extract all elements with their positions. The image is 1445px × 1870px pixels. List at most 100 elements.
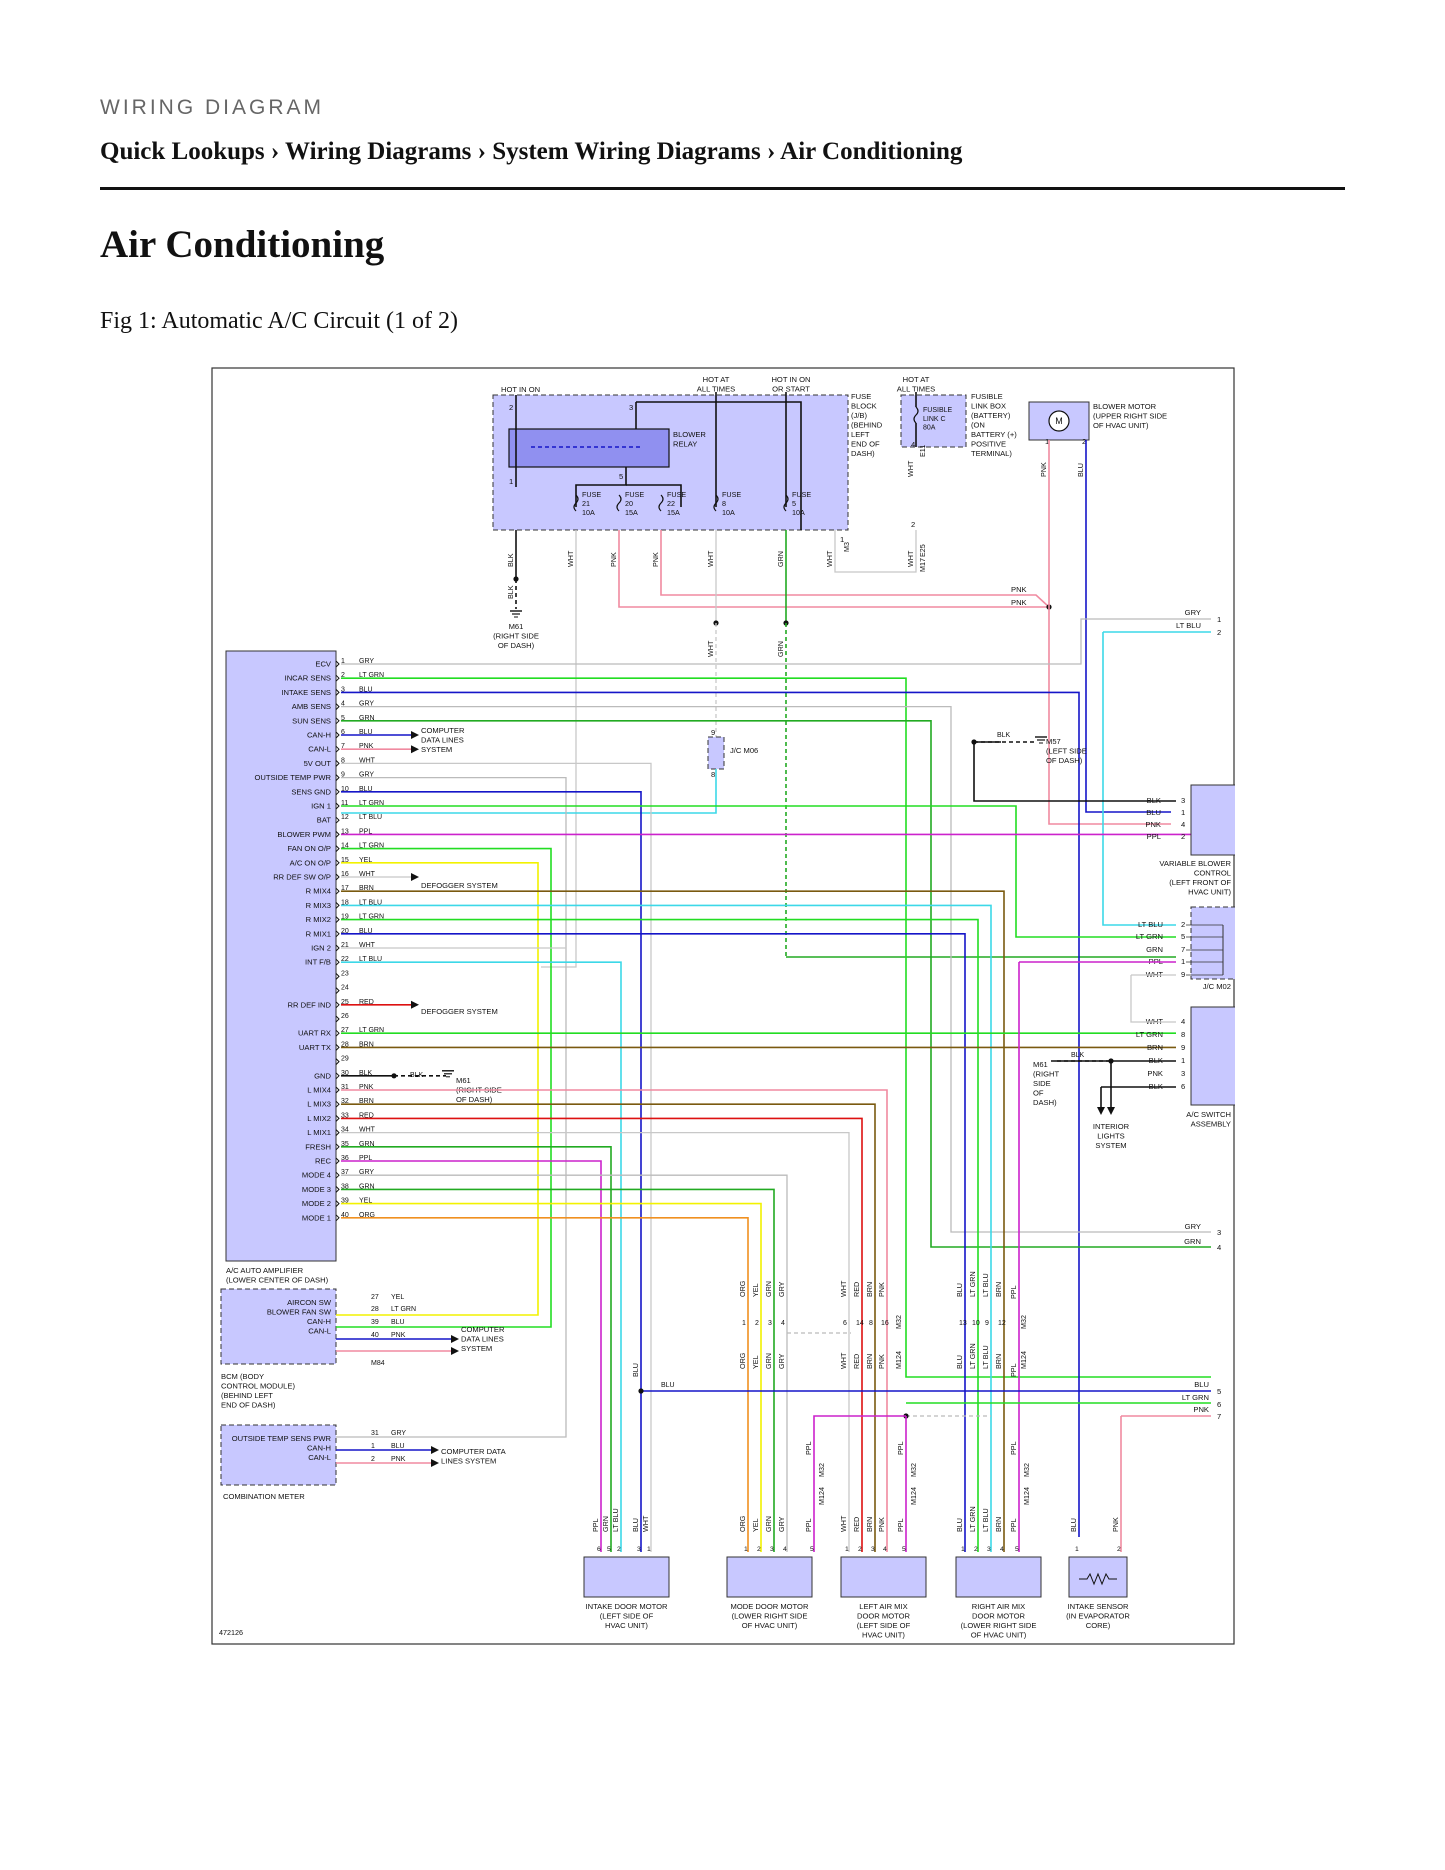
label-line: BLK (1147, 796, 1161, 805)
label-line: BLOWER MOTOR (1093, 402, 1157, 411)
label-line: (BEHIND LEFT (221, 1391, 273, 1400)
connector-id: M17 (918, 558, 927, 572)
label-line: L MIX2 (307, 1114, 331, 1123)
label-line: BLOWER PWM (277, 830, 331, 839)
wire-code-label: BLK (997, 732, 1011, 739)
arrow-icon (451, 1347, 459, 1355)
wire-code-label: LT GRN (968, 1506, 977, 1532)
label-line: GRN (776, 551, 785, 567)
amplifier-pin-name: R MIX4 (306, 887, 331, 896)
wire-code-label: WHT (839, 1352, 848, 1369)
amplifier-wire-code: BLU (359, 928, 373, 935)
pin-number: 2 (1082, 437, 1086, 446)
wire-code-label: PNK (1145, 820, 1161, 829)
wire-lmix (341, 1117, 863, 1552)
wire-code-label: WHT (706, 550, 715, 567)
pin-number: 3 (770, 1546, 774, 1553)
wire-code-label: PPL (804, 1441, 813, 1455)
label-line: OUTSIDE TEMP SENS PWR (232, 1434, 332, 1443)
label-line: 3 (1217, 1228, 1221, 1237)
label-line: 10A (722, 508, 735, 517)
label-line: BLOWER FAN SW (267, 1308, 332, 1317)
connector-mark (335, 1129, 340, 1136)
label-line: DOOR MOTOR (972, 1612, 1026, 1621)
wire-pnk (660, 530, 1050, 608)
wire-code-label: GRN (764, 1281, 773, 1297)
amplifier-pin-number: 21 (341, 942, 349, 949)
label-line: BLU (1146, 808, 1161, 817)
wire-code-label: BLK (506, 553, 515, 567)
connector-mark (335, 1086, 340, 1094)
label-line: BLU (359, 928, 373, 935)
label-line: 18 (341, 899, 349, 906)
label-line: DASH) (1033, 1098, 1057, 1107)
label-line: PNK (1011, 598, 1027, 607)
fusible-link-icon (913, 406, 919, 424)
connector-mark (335, 944, 340, 952)
amplifier-wire-code: GRY (359, 701, 374, 708)
label-line: A/C AUTO AMPLIFIER (226, 1266, 304, 1275)
label-line: BRN (1147, 1043, 1163, 1052)
label-line: (IN EVAPORATOR (1066, 1612, 1130, 1621)
wire-code-label: BLK (1147, 796, 1161, 805)
label-line: WHT (641, 1515, 650, 1532)
label-line: PPL (1009, 1285, 1018, 1299)
label-line: INTAKE SENS (281, 688, 331, 697)
label-line: M61 (1033, 1060, 1048, 1069)
label-line: LINES SYSTEM (441, 1457, 496, 1466)
pin-number: 3 (768, 1320, 772, 1327)
wire-code-label: PPL (804, 1518, 813, 1532)
label-line: L MIX3 (307, 1100, 331, 1109)
label-line: GRY (1185, 608, 1201, 617)
pin-number: 4 (1181, 1017, 1185, 1026)
ground-m57 (1035, 736, 1047, 744)
label-line: GRN (764, 1281, 773, 1297)
connector-mark (335, 887, 340, 895)
label-line: MODE 1 (302, 1213, 331, 1222)
amplifier-wire-code: PNK (359, 743, 374, 750)
pin-number: 2 (1217, 628, 1221, 637)
label-line: BLU (391, 1443, 405, 1450)
label-line: 5 (1015, 1546, 1019, 1553)
pin-number: 31 (371, 1430, 379, 1437)
mode-door-motor (726, 1556, 813, 1598)
wire-code-label: PNK (877, 1354, 886, 1369)
breadcrumb[interactable]: Quick Lookups › Wiring Diagrams › System… (100, 138, 963, 165)
amplifier-pin-number: 8 (341, 757, 345, 764)
label-line: PNK (1039, 462, 1048, 477)
wire-code-label: BLU (391, 1443, 405, 1450)
label-line: PPL (896, 1518, 905, 1532)
label-line: R MIX1 (306, 929, 331, 938)
label-line: 2 (371, 1456, 375, 1463)
ac-auto-amplifier (225, 650, 337, 1262)
label-line: ASSEMBLY (1191, 1120, 1231, 1129)
label-line: M124 (817, 1487, 826, 1505)
amplifier-pin-number: 9 (341, 772, 345, 779)
label-line: WHT (839, 1280, 848, 1297)
arrow-down-icon (1107, 1107, 1115, 1115)
amplifier-wire-code: WHT (359, 942, 376, 949)
wire-code-label: LT GRN (1136, 932, 1163, 941)
amplifier-pin-name: 5V OUT (304, 759, 332, 768)
pin-number: 1 (845, 1546, 849, 1553)
connector-mark (335, 788, 340, 796)
amplifier-pin-name: REC (315, 1157, 332, 1166)
wire-code-label: RED (852, 1354, 861, 1369)
label-line: GRN (776, 641, 785, 657)
label-line: 10A (582, 508, 595, 517)
wire-code-label: WHT (839, 1280, 848, 1297)
label-line: PNK (391, 1456, 406, 1463)
motor-icon (1048, 410, 1070, 432)
label-line: 15A (625, 508, 638, 517)
label-line: YEL (751, 1283, 760, 1297)
wiring-diagram: A/C AUTO AMPLIFIER(LOWER CENTER OF DASH)… (211, 367, 1235, 1645)
amplifier-pin-number: 26 (341, 1013, 349, 1020)
amplifier-pin-name: SUN SENS (292, 716, 331, 725)
label-line: M124 (1019, 1351, 1028, 1369)
label-line: BLU (631, 1518, 640, 1532)
label-line: INTAKE DOOR MOTOR (586, 1602, 669, 1611)
